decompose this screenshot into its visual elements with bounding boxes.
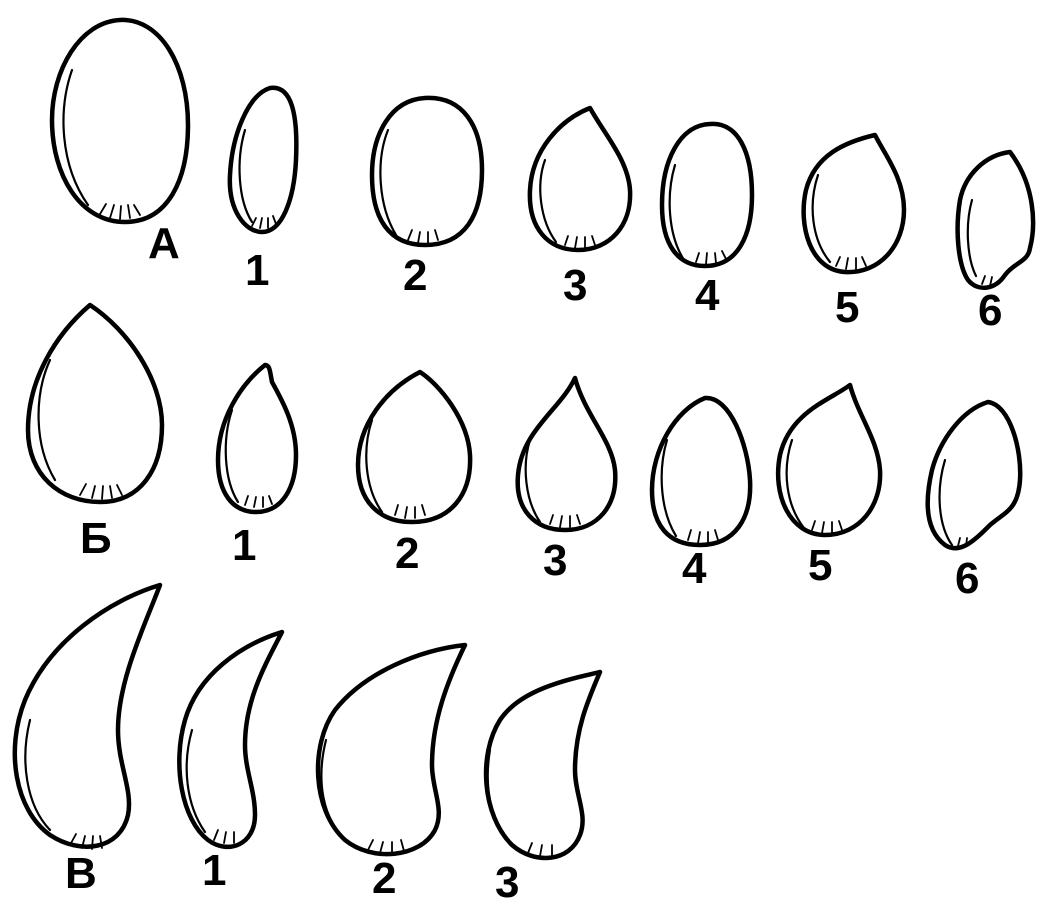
label-row-b-6: 6 — [955, 554, 979, 603]
seed-c-main — [15, 585, 160, 849]
seed-b-2 — [358, 372, 470, 522]
seed-b-1 — [218, 365, 296, 512]
row-a — [52, 20, 1033, 288]
label-row-a-4: 4 — [695, 271, 720, 320]
seed-a-1 — [230, 88, 297, 232]
seed-a-5 — [804, 135, 904, 272]
row-c — [15, 585, 600, 858]
label-row-a-6: 6 — [978, 286, 1002, 335]
seed-c-1 — [179, 632, 282, 847]
label-row-b-4: 4 — [682, 544, 707, 593]
label-row-a-3: 3 — [563, 261, 587, 310]
seed-a-3 — [530, 108, 630, 250]
label-row-c-3: 3 — [495, 858, 519, 899]
label-row-b-3: 3 — [543, 536, 567, 585]
label-row-a-5: 5 — [835, 283, 859, 332]
seed-b-5 — [778, 385, 880, 535]
seed-a-main — [52, 20, 188, 222]
seed-b-6 — [928, 402, 1020, 548]
seed-c-3 — [486, 672, 600, 858]
label-row-c-group: В — [65, 849, 97, 898]
label-row-c-1: 1 — [202, 846, 226, 895]
label-row-b-1: 1 — [232, 521, 256, 570]
label-row-a-group: А — [148, 219, 180, 268]
label-row-b-group: Б — [80, 514, 112, 563]
label-row-a-2: 2 — [403, 251, 427, 300]
seed-b-main — [28, 305, 162, 502]
seed-a-4 — [662, 124, 752, 266]
label-row-b-2: 2 — [395, 529, 419, 578]
label-row-c-2: 2 — [372, 854, 396, 899]
seed-a-2 — [372, 98, 482, 245]
label-row-b-5: 5 — [808, 541, 832, 590]
seed-b-4 — [652, 398, 750, 545]
row-b — [28, 305, 1020, 548]
label-row-a-1: 1 — [245, 246, 269, 295]
seed-b-3 — [518, 378, 616, 530]
seed-c-2 — [318, 645, 465, 854]
seed-a-6 — [958, 152, 1033, 288]
